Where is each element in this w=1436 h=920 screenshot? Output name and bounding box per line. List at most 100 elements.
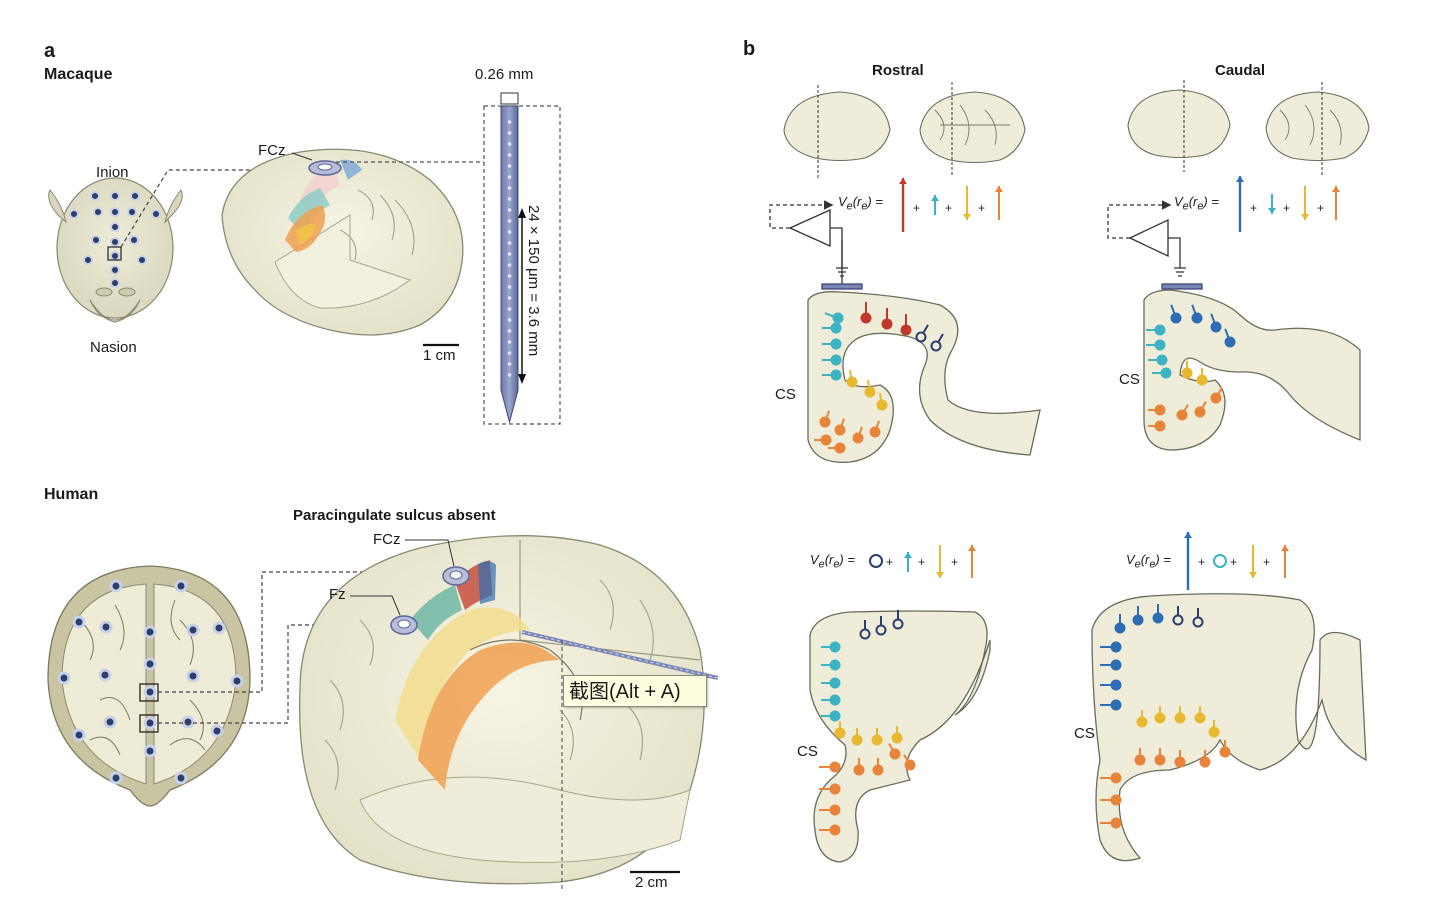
neuron-soma [930,340,942,352]
macaque-scale-label: 1 cm [423,347,456,364]
neuron-soma [1194,406,1206,418]
arrow-head [1236,176,1244,182]
human-fcz-leader [405,539,455,567]
human-brain-diagram [298,535,719,890]
rostral-amplifier [769,200,863,290]
neuron-soma [1224,336,1236,348]
probe-site [507,329,512,333]
human-fz-leader [350,595,401,616]
caudal-amplifier [1107,200,1203,290]
neuron-soma [904,759,916,771]
neuron-soma [834,424,846,436]
probe-site [507,197,512,201]
rostral-brain-icons [783,82,1026,178]
probe-site [507,285,512,289]
neuron-soma [891,732,903,744]
plus-sign: + [951,555,958,569]
arrow-head [1184,532,1192,538]
neuron-soma [860,312,872,324]
neuron-soma [1156,354,1168,366]
neuron-soma [892,618,904,630]
neuron-soma [829,641,841,653]
probe-site [507,219,512,223]
neuron-soma [1160,367,1172,379]
neuron-soma [1154,339,1166,351]
panel-a-letter: a [44,40,56,62]
neuron-soma [871,734,883,746]
probe-site [507,252,512,256]
probe-site [507,142,512,146]
neuron-soma [859,628,871,640]
inion-label: Inion [96,164,129,181]
plus-sign: + [886,555,893,569]
neuron-soma [1110,817,1122,829]
neuron-soma [1208,726,1220,738]
plus-sign: + [978,201,985,215]
neuron-soma [875,624,887,636]
cs-label-rostral-top: CS [775,386,796,403]
arrow-head [1301,214,1309,220]
probe-site [507,208,512,212]
rostral-equation-bottom: Ve(re) = [810,552,855,571]
probe-site [507,373,512,377]
human-fcz-link [158,571,455,693]
neuron-soma [1194,712,1206,724]
probe-site [507,175,512,179]
cs-label-rostral-bottom: CS [797,743,818,760]
probe-site [507,153,512,157]
human-fcz-label: FCz [373,531,401,548]
human-fz-link [158,624,404,724]
arrow-head [899,178,907,184]
neuron-soma [834,442,846,454]
neuron-soma [900,324,912,336]
probe-site [507,241,512,245]
neuron-soma [846,376,858,388]
arrow-head [968,545,976,551]
macaque-fcz-leader [291,152,313,161]
neuron-soma [1132,614,1144,626]
neuron-soma [1210,321,1222,333]
neuron-soma [915,331,927,343]
probe-site [507,362,512,366]
neuron-soma [1154,754,1166,766]
neuron-soma [1199,756,1211,768]
neuron-soma [1110,772,1122,784]
arrow-head [904,552,912,558]
plus-sign: + [913,201,920,215]
probe-site [507,351,512,355]
neuron-soma [830,338,842,350]
neuron-soma [1174,712,1186,724]
probe-site [507,307,512,311]
neuron-soma [864,386,876,398]
rostral-title: Rostral [872,62,924,79]
caudal-equation-top: Ve(re) = [1174,194,1219,213]
plus-sign: + [1317,201,1324,215]
caudal-title: Caudal [1215,62,1266,79]
neuron-soma [1219,746,1231,758]
macaque-fcz-marker [107,246,122,261]
macaque-brain-diagram [221,148,464,336]
neuron-soma [1114,622,1126,634]
macaque-probe-diagram [336,92,561,425]
neuron-soma [829,659,841,671]
neuron-soma [852,432,864,444]
neuron-soma [872,764,884,776]
cs-label-caudal-top: CS [1119,371,1140,388]
neuron-soma [1196,374,1208,386]
arrow-head [1332,186,1340,192]
arrow-head [1281,545,1289,551]
probe-length-label: 24 × 150 μm = 3.6 mm [525,205,542,357]
arrow-head [963,214,971,220]
human-title: Human [44,486,99,503]
plus-sign: + [945,201,952,215]
neuron-soma [1134,754,1146,766]
plus-sign: + [1230,555,1237,569]
neuron-soma [1181,367,1193,379]
plus-sign: + [1250,201,1257,215]
arrow-head [1268,208,1276,214]
plus-sign: + [1283,201,1290,215]
probe-site [507,340,512,344]
neuron-soma [881,318,893,330]
neuron-soma [832,312,844,324]
probe-site [507,120,512,124]
